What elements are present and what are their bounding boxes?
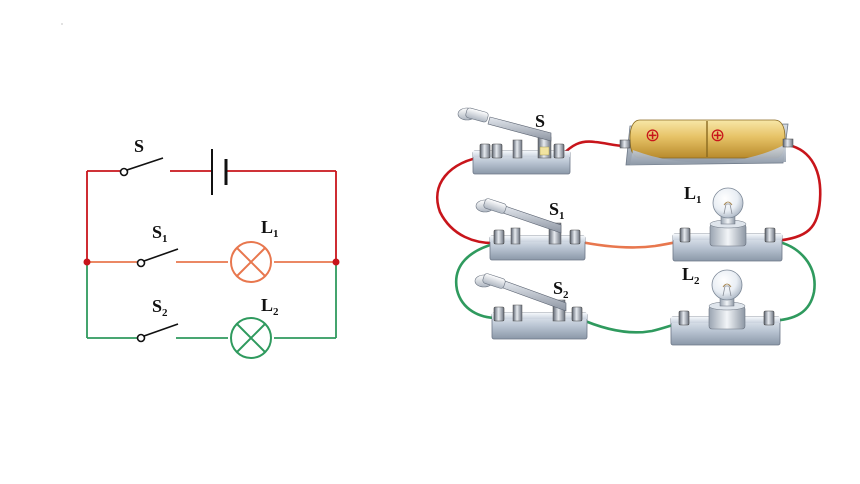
battery-symbol xyxy=(211,149,228,195)
main-loop-wires xyxy=(86,170,337,262)
lamp-holder-l1 xyxy=(672,187,783,262)
schematic-label-s1: S1 xyxy=(152,222,168,245)
physical-circuit: S ⊕ ⊕ S1 xyxy=(435,107,822,346)
schematic-diagram: S S1 L1 xyxy=(83,136,340,359)
lamp-holder-l2 xyxy=(670,269,781,346)
wire-green-left xyxy=(454,241,499,320)
wire-red-top xyxy=(559,140,628,158)
physical-label-l1: L1 xyxy=(684,183,702,206)
speck xyxy=(61,23,63,25)
schematic-label-s2: S2 xyxy=(152,296,168,319)
lamp-l1-symbol xyxy=(230,241,272,283)
wire-red-left xyxy=(435,154,499,245)
junction-right xyxy=(332,258,340,266)
switch-s-symbol xyxy=(119,157,164,177)
wire-orange xyxy=(574,238,689,249)
schematic-label-l2: L2 xyxy=(261,295,279,318)
battery-plus-2: ⊕ xyxy=(710,125,725,146)
wire-green-right xyxy=(768,239,816,323)
switch-s1-symbol xyxy=(136,248,179,268)
lamp-l2-symbol xyxy=(230,317,272,359)
physical-label-s2: S2 xyxy=(553,278,569,301)
battery-plus-1: ⊕ xyxy=(645,125,660,146)
wire-red-right xyxy=(773,143,822,243)
switch-s2-symbol xyxy=(136,323,179,343)
knife-switch-s xyxy=(457,107,571,175)
knife-switch-s2 xyxy=(474,273,588,340)
branch-2-wires xyxy=(86,262,337,339)
schematic-label-l1: L1 xyxy=(261,217,279,240)
knife-switch-s1 xyxy=(475,198,586,261)
battery-pack xyxy=(619,119,794,166)
physical-label-l2: L2 xyxy=(682,264,700,287)
schematic-label-s: S xyxy=(134,136,144,156)
junction-left xyxy=(83,258,91,266)
physical-label-s: S xyxy=(535,111,545,131)
wire-green-bottom xyxy=(576,316,687,334)
physical-label-s1: S1 xyxy=(549,199,565,222)
